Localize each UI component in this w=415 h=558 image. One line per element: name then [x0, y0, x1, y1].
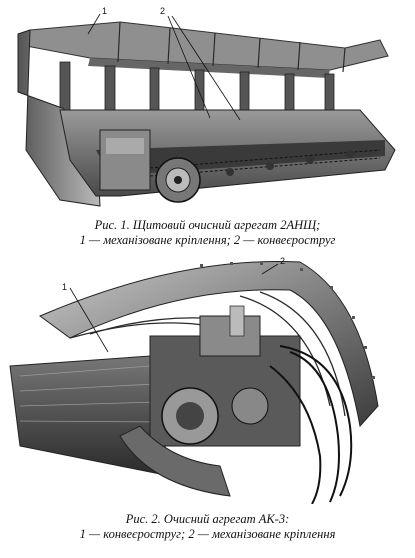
figure-2-illustration: 1 2	[0, 256, 415, 504]
figure-1-caption: Рис. 1. Щитовий очисний агрегат 2АНЩ; 1 …	[0, 218, 415, 248]
figure-2-caption-legend: 1 — конвеєроструг; 2 — механізоване кріп…	[79, 527, 336, 541]
figure-1-label-2: 2	[160, 6, 165, 16]
shield-aggregate-drawing: 1 2	[17, 6, 396, 207]
ak3-aggregate-drawing: 1 2	[9, 256, 379, 504]
figure-1-illustration: 1 2	[0, 0, 415, 214]
figure-2-caption-title: Рис. 2. Очисний агрегат АК-3:	[125, 512, 290, 526]
figure-2-caption: Рис. 2. Очисний агрегат АК-3: 1 — конвеє…	[0, 512, 415, 542]
figure-1-caption-legend: 1 — механізоване кріплення; 2 — конвеєро…	[79, 233, 336, 247]
figure-2-label-1: 1	[62, 282, 67, 292]
figure-2-label-2: 2	[280, 256, 285, 266]
figure-1-label-1: 1	[102, 6, 107, 16]
figure-1-caption-title: Рис. 1. Щитовий очисний агрегат 2АНЩ;	[94, 218, 321, 232]
